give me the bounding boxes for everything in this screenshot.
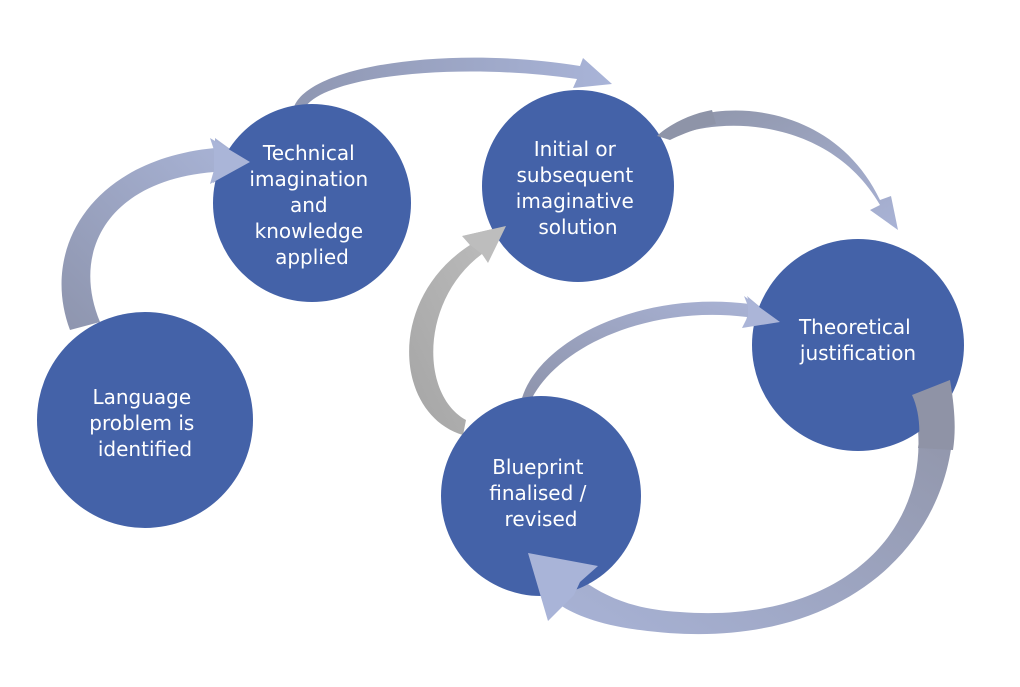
node-label-line: Language bbox=[92, 385, 191, 409]
node-label-line: Theoretical bbox=[798, 315, 911, 339]
node-label-line: subsequent bbox=[516, 163, 633, 187]
arrow-blueprint-to-solution bbox=[409, 226, 505, 435]
arrow-tail-on-solution bbox=[657, 110, 716, 140]
node-technical-imagination: Technical imagination and knowledge appl… bbox=[213, 104, 411, 302]
node-label-line: solution bbox=[538, 215, 617, 239]
node-theoretical-justification: Theoretical justification bbox=[752, 239, 964, 451]
node-label-line: and bbox=[290, 193, 328, 217]
node-label-line: Initial or bbox=[534, 137, 617, 161]
node-imaginative-solution: Initial or subsequent imaginative soluti… bbox=[482, 90, 674, 282]
node-language-problem: Language problem is identified bbox=[37, 312, 253, 528]
arrow-theoretical-to-blueprint bbox=[530, 380, 954, 635]
svg-text:Theoretical justificatio: Theoretical justification bbox=[798, 315, 917, 365]
node-label-line: revised bbox=[505, 507, 578, 531]
node-label-line: imaginative bbox=[516, 189, 634, 213]
arrowhead-into-solution bbox=[462, 226, 506, 263]
arrowhead-into-blueprint bbox=[528, 553, 598, 621]
arrow-technical-to-solution bbox=[294, 57, 612, 107]
svg-text:Blueprint finalised /: Blueprint finalised / revised bbox=[489, 455, 593, 531]
node-label-line: imagination bbox=[249, 167, 368, 191]
node-label-line: identified bbox=[98, 437, 192, 461]
node-label-line: Technical bbox=[262, 141, 355, 165]
svg-text:Language problem is: Language problem is identified bbox=[89, 385, 200, 461]
node-label-line: problem is bbox=[89, 411, 194, 435]
arrowhead-into-theoretical bbox=[742, 296, 780, 328]
node-label-line: justification bbox=[799, 341, 916, 365]
node-label-line: Blueprint bbox=[492, 455, 583, 479]
node-label-line: finalised / bbox=[489, 481, 586, 505]
arrow-blueprint-to-theoretical bbox=[522, 296, 778, 398]
node-blueprint: Blueprint finalised / revised bbox=[441, 396, 641, 596]
svg-text:Technical imagination: Technical imagination and knowledge appl… bbox=[249, 141, 374, 269]
arrow-tail-on-theoretical bbox=[912, 380, 955, 450]
svg-text:Initial or subsequent: Initial or subsequent imaginative soluti… bbox=[516, 137, 640, 239]
node-label-line: applied bbox=[275, 245, 349, 269]
arrowhead-into-technical bbox=[210, 138, 250, 184]
node-label-line: knowledge bbox=[255, 219, 363, 243]
